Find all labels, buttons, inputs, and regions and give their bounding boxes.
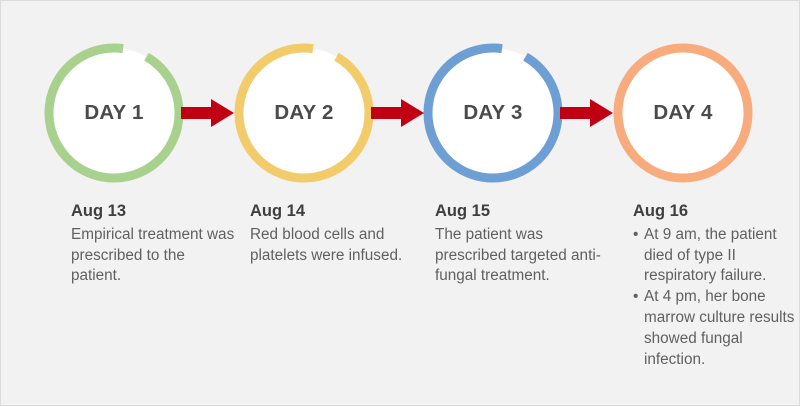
day-3-label: DAY 3 bbox=[463, 101, 523, 124]
day-1-label: DAY 1 bbox=[84, 101, 144, 124]
list-item: At 4 pm, her bone marrow culture results… bbox=[633, 287, 799, 370]
arrow-right-icon-day1-day2 bbox=[181, 99, 234, 127]
day-4-ring-icon bbox=[613, 43, 753, 183]
timeline-column-day-1: Aug 13 Empirical treatment was prescribe… bbox=[71, 201, 237, 287]
description-day-1: Empirical treatment was prescribed to th… bbox=[71, 225, 235, 285]
description-day-3: The patient was prescribed targeted anti… bbox=[435, 225, 601, 285]
day-2-ring-icon bbox=[234, 43, 374, 183]
timeline-column-day-4: Aug 16 At 9 am, the patient died of type… bbox=[633, 201, 799, 370]
timeline-column-day-2: Aug 14 Red blood cells and platelets wer… bbox=[250, 201, 412, 266]
day-2-label: DAY 2 bbox=[274, 101, 334, 124]
timeline-node-day-2[interactable]: DAY 2 bbox=[234, 43, 374, 183]
day-1-ring-icon bbox=[44, 43, 184, 183]
date-label-day-2: Aug 14 bbox=[250, 202, 306, 220]
description-list-day-4: At 9 am, the patient died of type II res… bbox=[633, 225, 799, 371]
arrow-right-icon-day2-day3 bbox=[371, 99, 424, 127]
timeline-column-day-3: Aug 15 The patient was prescribed target… bbox=[435, 201, 607, 287]
list-item: At 9 am, the patient died of type II res… bbox=[633, 225, 799, 287]
day-4-label: DAY 4 bbox=[653, 101, 713, 124]
arrow-right-icon-day3-day4 bbox=[560, 99, 613, 127]
description-day-2: Red blood cells and platelets were infus… bbox=[250, 225, 403, 264]
day-3-ring-icon bbox=[423, 43, 563, 183]
date-label-day-1: Aug 13 bbox=[71, 202, 127, 220]
timeline-node-day-3[interactable]: DAY 3 bbox=[423, 43, 563, 183]
timeline-node-day-1[interactable]: DAY 1 bbox=[44, 43, 184, 183]
date-label-day-3: Aug 15 bbox=[435, 202, 491, 220]
date-label-day-4: Aug 16 bbox=[633, 202, 689, 220]
timeline-node-day-4[interactable]: DAY 4 bbox=[613, 43, 753, 183]
